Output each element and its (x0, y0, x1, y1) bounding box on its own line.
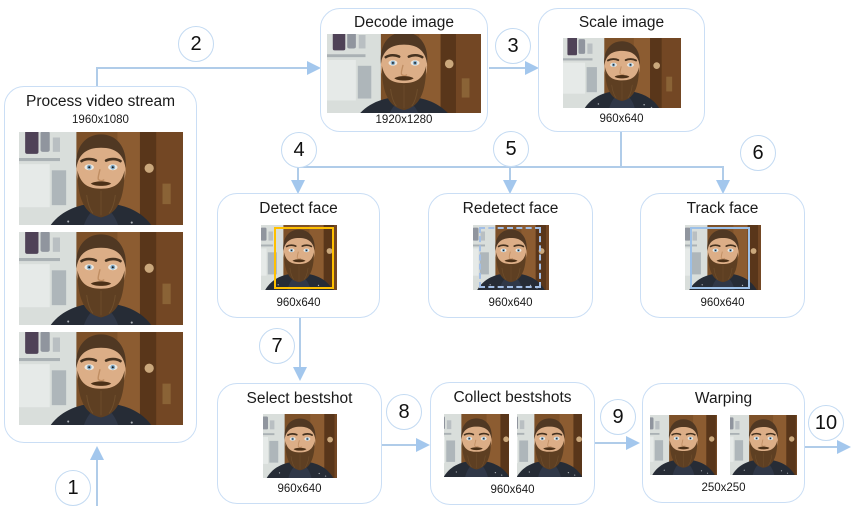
warped-faces (650, 410, 797, 481)
node-dimensions: 250x250 (701, 482, 746, 495)
bestshot-collection (443, 409, 582, 483)
step-circle-7: 7 (259, 328, 295, 364)
node-title: Scale image (578, 14, 665, 31)
step-circle-2: 2 (178, 26, 214, 62)
face-image (18, 331, 183, 425)
connector-line (299, 318, 301, 367)
node-warping: Warping 250x250 (642, 383, 805, 503)
face-image (327, 33, 481, 113)
connector-line (96, 68, 98, 87)
face-image (684, 225, 761, 291)
face-image (18, 231, 183, 325)
step-circle-1: 1 (55, 470, 91, 506)
node-title: Redetect face (462, 200, 559, 217)
step-circle-9: 9 (600, 399, 636, 435)
tracking-frame (684, 220, 761, 296)
step-circle-4: 4 (281, 132, 317, 168)
connector-line (380, 444, 416, 446)
connector-line (509, 166, 511, 180)
step-number: 7 (271, 334, 283, 357)
node-dimensions: 960x640 (599, 113, 644, 126)
face-bounding-box (274, 227, 335, 289)
face-image (18, 131, 183, 225)
face-image (650, 415, 717, 476)
scaled-frame (562, 34, 681, 112)
face-image (730, 415, 797, 476)
step-number: 6 (752, 141, 764, 164)
node-title: Warping (694, 390, 753, 407)
step-circle-10: 10 (808, 405, 844, 441)
node-dimensions: 960x640 (277, 483, 322, 496)
step-number: 8 (398, 400, 410, 423)
connector-line (489, 67, 525, 69)
decoded-frame (327, 33, 481, 113)
face-bounding-box (478, 226, 541, 288)
face-image (516, 414, 582, 478)
node-collect-bestshots: Collect bestshots 960x640 (430, 382, 595, 505)
node-dimensions: 960x640 (490, 484, 535, 497)
node-redetect-face: Redetect face 960x640 (428, 193, 593, 318)
detection-frame (260, 220, 337, 296)
connector-line (96, 67, 307, 69)
arrow-up-icon (90, 446, 104, 460)
face-image (562, 37, 681, 108)
node-dimensions: 960x640 (276, 297, 321, 310)
node-title: Select bestshot (246, 390, 353, 407)
node-title: Detect face (259, 200, 338, 217)
connector-line (96, 460, 98, 506)
step-number: 9 (612, 405, 624, 428)
connector-line (805, 446, 838, 448)
step-number: 2 (190, 32, 202, 55)
face-image (472, 225, 549, 291)
arrow-down-icon (291, 180, 305, 194)
step-circle-3: 3 (495, 28, 531, 64)
node-title: Decode image (354, 14, 454, 31)
node-process-video-stream: Process video stream 1960x1080 (4, 86, 197, 443)
face-bounding-box (689, 227, 750, 290)
node-decode-image: Decode image 1920x1280 (320, 8, 488, 132)
node-title: Collect bestshots (453, 389, 572, 406)
node-track-face: Track face 960x640 (640, 193, 805, 318)
step-number: 1 (67, 476, 79, 499)
step-number: 10 (814, 411, 838, 434)
arrow-down-icon (503, 180, 517, 194)
step-number: 5 (505, 137, 517, 160)
node-select-bestshot: Select bestshot 960x640 (217, 383, 382, 504)
connector-line (297, 166, 299, 180)
arrow-right-icon (416, 438, 430, 452)
arrow-right-icon (837, 440, 851, 454)
node-dimensions: 1960x1080 (72, 113, 129, 126)
node-title: Track face (686, 200, 759, 217)
face-image (260, 225, 337, 291)
node-dimensions: 960x640 (700, 297, 745, 310)
connector-line (620, 132, 622, 167)
step-circle-6: 6 (740, 135, 776, 171)
arrow-right-icon (626, 436, 640, 450)
step-number: 3 (507, 34, 519, 57)
arrow-right-icon (525, 61, 539, 75)
node-scale-image: Scale image 960x640 (538, 8, 705, 132)
redetection-frame (472, 220, 549, 296)
arrow-down-icon (716, 180, 730, 194)
step-circle-5: 5 (493, 131, 529, 167)
step-circle-8: 8 (386, 394, 422, 430)
face-image (262, 413, 337, 478)
node-dimensions: 960x640 (488, 297, 533, 310)
video-frames (18, 131, 183, 425)
node-dimensions: 1920x1280 (375, 113, 433, 126)
node-detect-face: Detect face 960x640 (217, 193, 380, 318)
bestshot-frame (262, 410, 337, 482)
step-number: 4 (293, 138, 305, 161)
node-title: Process video stream (25, 93, 176, 110)
connector-line (595, 442, 626, 444)
face-image (443, 414, 509, 478)
arrow-down-icon (293, 367, 307, 381)
arrow-right-icon (307, 61, 321, 75)
connector-line (722, 166, 724, 180)
